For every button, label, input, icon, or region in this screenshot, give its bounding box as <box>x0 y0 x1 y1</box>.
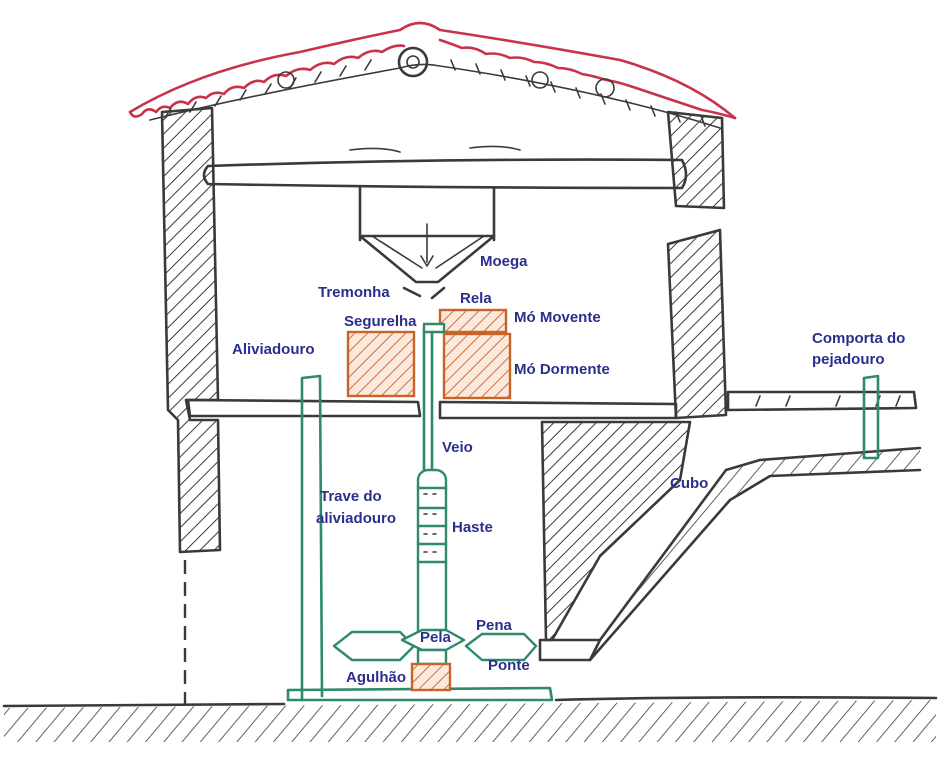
label-segurelha: Segurelha <box>344 313 417 330</box>
label-agulhao: Agulhão <box>346 669 406 686</box>
label-cubo: Cubo <box>670 475 708 492</box>
label-mo-dormente: Mó Dormente <box>514 361 610 378</box>
label-trave-line1: Trave do <box>320 488 382 505</box>
ceiling-beam <box>202 145 688 190</box>
label-aliviadouro: Aliviadouro <box>232 341 315 358</box>
left-wall <box>160 106 222 554</box>
agulhao-bearing <box>410 662 452 692</box>
label-trave-line2: aliviadouro <box>316 510 396 527</box>
label-moega: Moega <box>480 253 528 270</box>
label-pena: Pena <box>476 617 513 634</box>
millstone-runner <box>438 308 508 334</box>
label-ponte: Ponte <box>488 657 530 674</box>
label-haste: Haste <box>452 519 493 536</box>
label-tremonha: Tremonha <box>318 284 390 301</box>
hopper-moega <box>358 186 496 300</box>
cubo-water-chute <box>538 420 922 662</box>
label-comporta-line2: pejadouro <box>812 351 885 368</box>
label-mo-movente: Mó Movente <box>514 309 601 326</box>
millstone-bed-left <box>346 330 416 398</box>
right-wall-middle <box>666 228 728 420</box>
label-comporta-line1: Comporta do <box>812 330 905 347</box>
right-wall-upper <box>666 110 726 210</box>
comporta-gate <box>862 374 880 460</box>
ground <box>2 696 938 742</box>
roof <box>128 21 737 129</box>
floor <box>186 390 918 420</box>
label-veio: Veio <box>442 439 473 456</box>
label-pela: Pela <box>420 629 452 646</box>
millstone-bed-right <box>442 332 512 400</box>
label-rela: Rela <box>460 290 492 307</box>
mechanism <box>286 322 554 702</box>
